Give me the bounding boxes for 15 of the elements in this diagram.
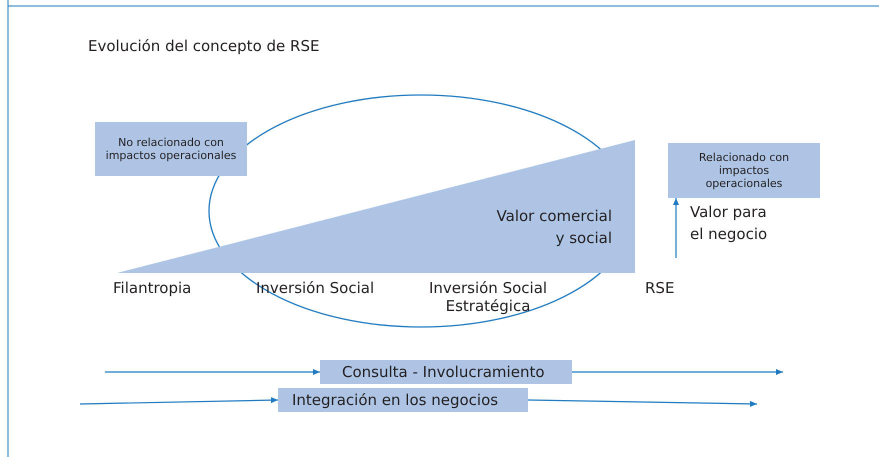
stage-label: RSE xyxy=(645,279,674,297)
label-box: Integración en los negocios xyxy=(278,388,528,412)
stage-label: Filantropia xyxy=(113,279,192,297)
edge-label: Valor para el negocio xyxy=(690,202,768,245)
title: Evolución del concepto de RSE xyxy=(88,37,320,55)
label-box: Consulta - Involucramiento xyxy=(320,360,572,384)
label-box: No relacionado con impactos operacionales xyxy=(95,122,247,176)
arrow xyxy=(528,399,757,407)
arrow xyxy=(673,198,679,258)
arrow xyxy=(80,397,278,405)
stage-label: Inversión Social Estratégica xyxy=(428,279,548,315)
label-box: Relacionado con impactos operacionales xyxy=(668,143,820,198)
arrow xyxy=(105,369,320,375)
wedge-label: Valor comercial y social xyxy=(496,206,612,249)
arrow xyxy=(572,369,783,375)
